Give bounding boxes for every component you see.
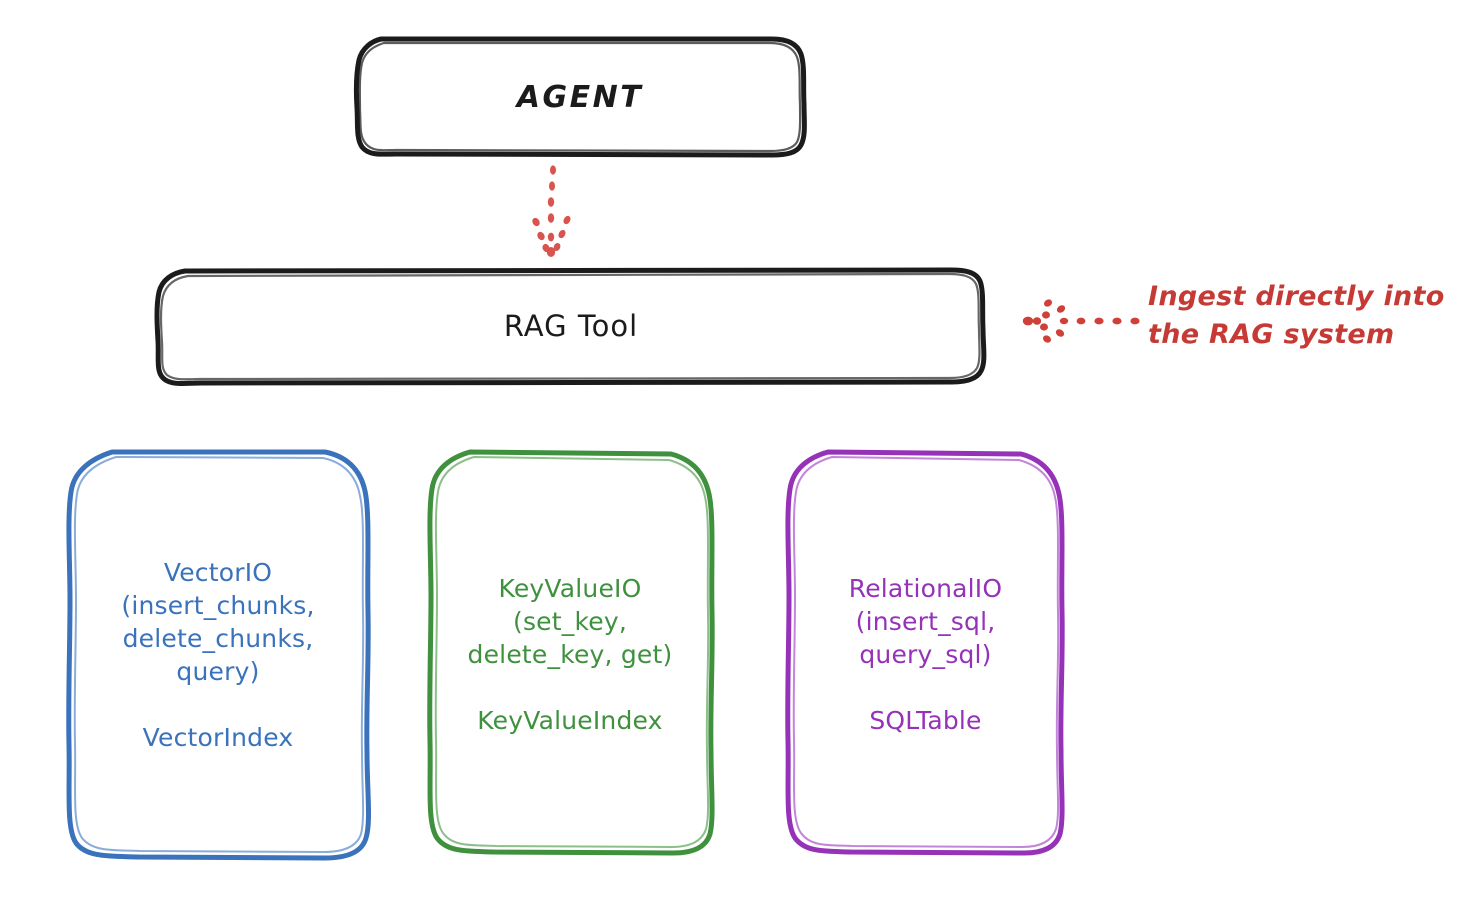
key-value-io-box-outline [427, 449, 715, 856]
node-rag-tool-label: RAG Tool [503, 308, 639, 343]
relational-io-box-outline [785, 449, 1065, 856]
node-vector-io-label: VectorIO (insert_chunks, delete_chunks, … [121, 558, 315, 752]
rag-tool-box-outline [154, 267, 987, 387]
node-vector-io[interactable]: VectorIO (insert_chunks, delete_chunks, … [68, 450, 368, 860]
node-rag-tool[interactable]: RAG Tool [157, 270, 985, 383]
annotation-ingest-directly: Ingest directly into the RAG system [1148, 281, 1445, 350]
arrow-agent-to-rag-tool [532, 165, 571, 257]
node-agent[interactable]: AGENT [355, 38, 805, 156]
node-relational-io[interactable]: RelationalIO (insert_sql, query_sql) SQL… [788, 450, 1063, 858]
node-key-value-io[interactable]: KeyValueIO (set_key, delete_key, get) Ke… [428, 450, 712, 858]
node-relational-io-label: RelationalIO (insert_sql, query_sql) SQL… [848, 573, 1003, 735]
arrow-ingest-to-rag-tool [1022, 299, 1140, 343]
vector-io-box-outline [66, 449, 372, 861]
node-agent-label: AGENT [516, 79, 644, 115]
node-key-value-io-label: KeyValueIO (set_key, delete_key, get) Ke… [467, 573, 673, 735]
agent-box-outline [353, 36, 807, 158]
